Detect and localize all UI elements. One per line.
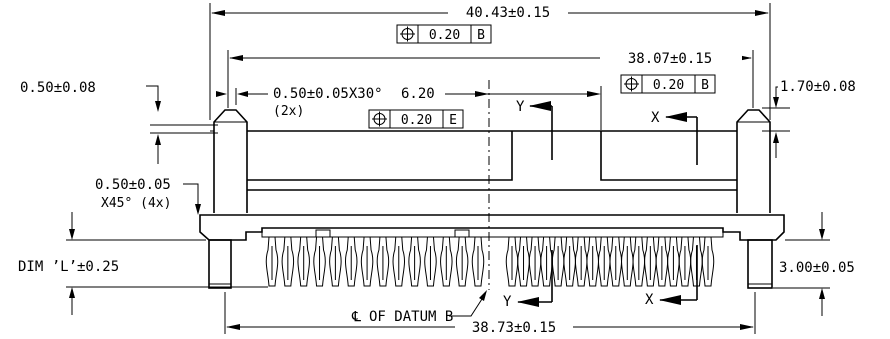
contact-pin [408,236,421,287]
centerline-symbol: ℄ [351,309,361,325]
section-y-bottom-label: Y [503,294,512,310]
overall-width-label: 40.43±0.15 [466,5,550,21]
slot-offset-dimension: 6.20 [401,86,602,130]
dim-l-label: DIM ’L’±0.25 [18,259,119,275]
tolerance-value-top: 0.20 [429,28,460,43]
tolerance-value-center: 0.20 [401,113,432,128]
contact-pin [392,236,405,287]
pin-array [265,236,715,287]
connector-body [199,109,785,289]
position-icon [400,26,415,42]
edge-chamfer-label: 0.50±0.05 [95,177,171,193]
post-top-label: 1.70±0.08 [780,79,856,95]
contact-pin [424,236,437,287]
post-spacing-label: 38.07±0.15 [628,51,712,67]
tolerance-datum-right: B [701,78,709,93]
bottom-width-label: 38.73±0.15 [472,320,556,336]
contact-pin [297,236,310,287]
datum-b-centerline: ℄ OF DATUM B [351,80,490,325]
post-tip-height-dimension: 0.50±0.08 [20,80,218,164]
contact-pin [440,236,453,287]
position-icon [624,76,639,92]
edge-chamfer-note: 0.50±0.05 X45° (4x) [95,177,201,215]
edge-chamfer-angle: X45° (4x) [101,196,171,211]
position-icon [372,111,387,127]
contact-pin [265,236,279,287]
post-tip-height-label: 0.50±0.08 [20,80,96,96]
contact-pin [281,236,295,287]
tolerance-value-right: 0.20 [653,78,684,93]
tolerance-frame-right: 0.20 B [620,74,716,94]
contact-pin [471,236,485,287]
dim-l-dimension: DIM ’L’±0.25 [18,212,268,315]
body-height-label: 3.00±0.05 [779,260,855,276]
tolerance-datum-center: E [449,113,457,128]
bottom-width-dimension: 38.73±0.15 [224,292,756,336]
section-y-bottom: Y [503,250,553,310]
section-x-top: X [651,110,698,165]
contact-pin [701,236,715,287]
contact-pin [345,236,358,287]
tolerance-frame-center: 0.20 E [368,109,464,129]
section-y-top-label: Y [516,99,525,115]
section-y-top: Y [516,99,553,160]
tip-chamfer-label: 0.50±0.05X30° [273,86,383,102]
contact-pin [455,236,469,287]
overall-width-dimension: 40.43±0.15 [209,3,771,120]
datum-b-label: OF DATUM B [369,309,453,325]
contact-pin [313,236,326,287]
section-x-top-label: X [651,110,660,126]
section-x-bottom: X [645,245,698,308]
tolerance-frame-top: 0.20 B [396,24,492,44]
section-x-bottom-label: X [645,292,654,308]
contact-pin [329,236,342,287]
contact-pin [360,236,374,287]
slot-offset-label: 6.20 [401,86,435,102]
tip-chamfer-note: 0.50±0.05X30° (2x) [216,86,383,119]
post-top-dimension: 1.70±0.08 [762,79,856,158]
body-height-dimension: 3.00±0.05 [773,212,855,316]
tip-chamfer-qty: (2x) [273,104,304,119]
contact-pin [376,236,390,287]
tolerance-datum-top: B [477,28,485,43]
